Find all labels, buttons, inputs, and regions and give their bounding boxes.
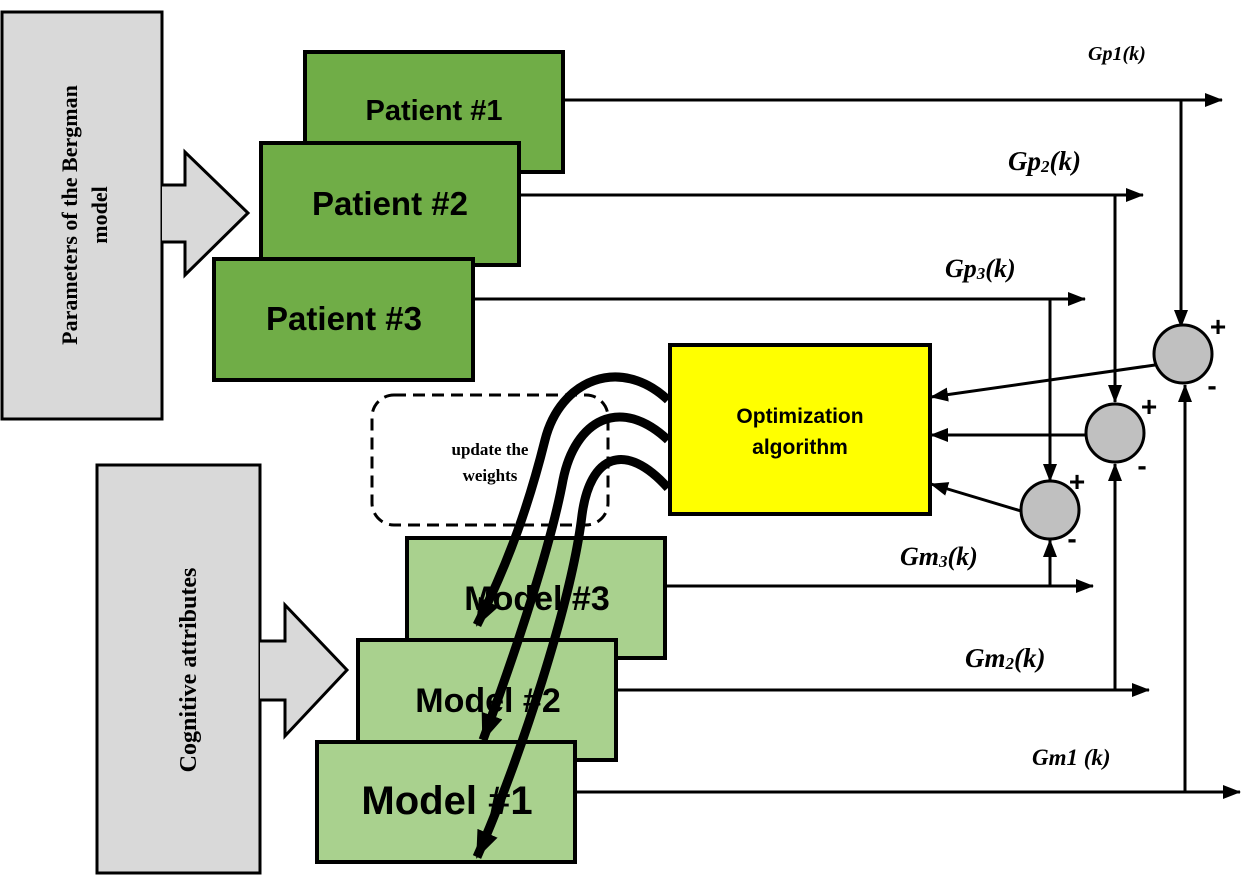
optimizer-box: Optimization algorithm — [668, 343, 932, 516]
bergman-input-arrow: Parameters of the Bergman model — [0, 10, 251, 421]
weight-arrow-model-1 — [472, 455, 672, 859]
bergman-label-line1: Parameters of the Bergman — [57, 85, 82, 345]
summer-2-minus: - — [1137, 450, 1146, 481]
patient-2-label: Patient #2 — [312, 185, 468, 222]
patient-3-label: Patient #3 — [266, 300, 422, 337]
summer-3: + - — [1019, 466, 1085, 554]
update-weights-line2: weights — [463, 466, 518, 485]
weight-arrow-model-2 — [478, 412, 672, 742]
summer-1-plus: + — [1210, 311, 1226, 342]
summer-3-minus: - — [1067, 523, 1076, 554]
patient-output-lines — [473, 93, 1223, 482]
weight-arrow-model-3 — [472, 372, 672, 628]
cognitive-input-arrow: Cognitive attributes — [95, 463, 350, 875]
gp3-label: Gp3(k) — [945, 254, 1016, 283]
summer-2-plus: + — [1141, 391, 1157, 422]
bergman-input-chevron — [162, 148, 251, 279]
cognitive-input-box — [95, 463, 262, 875]
optimizer-label-line2: algorithm — [752, 436, 848, 459]
bergman-label-line2: model — [87, 186, 112, 243]
gp2-label: Gp2(k) — [1008, 146, 1081, 176]
error-1-line — [930, 363, 1156, 402]
patient-1-label: Patient #1 — [366, 95, 503, 127]
summer-1-minus: - — [1207, 370, 1216, 401]
patient-3-box: Patient #3 — [212, 257, 475, 382]
error-3-line — [930, 482, 1022, 513]
cognitive-input-chevron — [260, 601, 350, 740]
patient-2-box: Patient #2 — [259, 141, 521, 267]
optimizer-label-line1: Optimization — [736, 405, 863, 428]
gm1-label: Gm1 (k) — [1032, 745, 1111, 770]
bergman-input-box — [0, 10, 164, 421]
cognitive-label: Cognitive attributes — [176, 568, 202, 773]
model-1-box: Model #1 — [315, 740, 577, 864]
summer-2: + - — [1084, 391, 1157, 481]
signal-labels: Gp1(k) Gp2(k) Gp3(k) Gm3(k) Gm2(k) Gm1 (… — [900, 43, 1146, 770]
weight-update-arrows — [472, 372, 672, 859]
error-lines — [930, 363, 1156, 513]
gm2-label: Gm2(k) — [965, 643, 1045, 673]
update-weights-line1: update the — [452, 440, 529, 459]
summer-1: + - — [1152, 311, 1226, 401]
summer-3-plus: + — [1069, 466, 1085, 497]
model-output-lines — [575, 384, 1241, 799]
gm3-label: Gm3(k) — [900, 542, 978, 571]
gp1-label: Gp1(k) — [1088, 43, 1146, 65]
